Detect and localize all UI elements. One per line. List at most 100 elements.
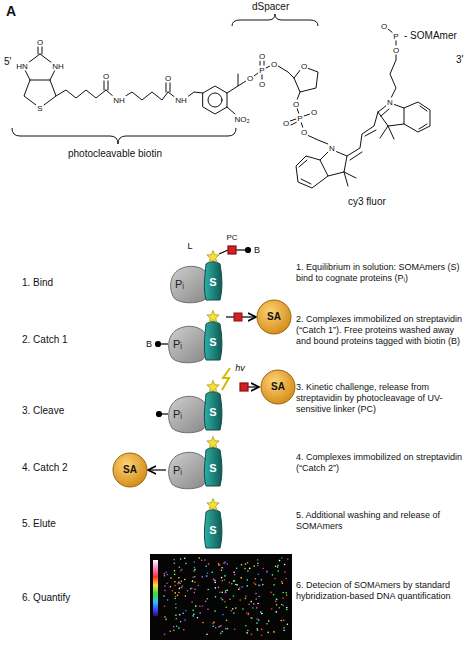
array-spot	[231, 583, 233, 585]
array-spot	[260, 611, 262, 613]
array-spot	[205, 565, 207, 567]
array-spot	[266, 623, 268, 625]
array-spot	[175, 607, 177, 609]
array-spot	[250, 617, 252, 619]
array-spot	[185, 563, 187, 565]
step-description: 1. Equilibrium in solution: SOMAmers (S)…	[296, 262, 470, 284]
step-title: 2. Catch 1	[22, 334, 68, 346]
array-spot	[287, 623, 289, 625]
array-spot	[241, 564, 243, 566]
array-spot	[191, 588, 193, 590]
atom-label: O	[310, 108, 318, 117]
array-spot	[284, 564, 286, 566]
array-spot	[173, 559, 175, 561]
array-spot	[248, 604, 250, 606]
array-spot	[287, 558, 289, 560]
dspacer-bracket	[232, 14, 318, 26]
array-spot	[245, 625, 247, 627]
array-spot	[261, 613, 263, 615]
array-spot	[215, 587, 217, 589]
somamer-node: S	[200, 250, 226, 302]
array-spot	[282, 592, 284, 594]
array-spot	[277, 566, 279, 568]
array-spot	[255, 578, 257, 580]
array-spot	[257, 629, 259, 631]
array-spot	[166, 571, 168, 573]
array-spot	[224, 601, 226, 603]
array-spot	[187, 590, 189, 592]
array-spot	[222, 614, 224, 616]
streptavidin-label: SA	[271, 382, 285, 392]
array-spot	[202, 605, 204, 607]
array-spot	[276, 604, 278, 606]
array-spot	[257, 565, 259, 567]
protein-label: Pᵢ	[175, 279, 184, 290]
array-spot	[283, 630, 285, 632]
array-spot	[226, 590, 228, 592]
array-spot	[256, 607, 258, 609]
atom-label: N	[386, 98, 394, 107]
array-spot	[218, 626, 220, 628]
array-spot	[211, 572, 213, 574]
array-spot	[218, 563, 220, 565]
array-spot	[258, 619, 260, 621]
array-spot	[212, 625, 214, 627]
array-spot	[174, 570, 176, 572]
somamer-node: S	[200, 310, 226, 362]
array-spot	[178, 577, 180, 579]
array-spot	[227, 628, 229, 630]
array-spot	[176, 618, 178, 620]
array-spot	[268, 620, 270, 622]
atom-label: O	[270, 60, 278, 69]
array-spot	[224, 575, 226, 577]
array-spot	[256, 628, 258, 630]
array-spot	[207, 589, 209, 591]
end-label: 3'	[456, 54, 463, 66]
array-spot	[184, 619, 186, 621]
step-description: 2. Complexes immobilized on streptavidin…	[296, 314, 470, 347]
array-spot	[173, 626, 175, 628]
array-spot	[165, 619, 167, 621]
array-spot	[257, 603, 259, 605]
array-spot	[213, 578, 215, 580]
array-spot	[234, 574, 236, 576]
array-spot	[239, 599, 241, 601]
array-spot	[179, 583, 181, 585]
array-spot	[281, 581, 283, 583]
array-spot	[214, 582, 216, 584]
biotin-tag	[156, 342, 169, 347]
somamer-node: S	[200, 380, 226, 432]
atom-label: O	[258, 52, 266, 61]
array-spot	[202, 622, 204, 624]
array-spot	[225, 561, 227, 563]
array-spot	[285, 592, 287, 594]
atom-label: O	[164, 74, 172, 83]
array-spot	[225, 628, 227, 630]
array-spot	[220, 633, 222, 635]
step-description: 6. Detecion of SOMAmers by standard hybr…	[296, 580, 470, 602]
array-spot	[275, 600, 277, 602]
array-spot	[273, 594, 275, 596]
array-spot	[222, 599, 224, 601]
array-spot	[175, 592, 177, 594]
atom-label: NO₂	[233, 115, 250, 124]
array-spot	[247, 579, 249, 581]
array-spot	[266, 571, 268, 573]
array-spot	[258, 596, 260, 598]
array-spot	[179, 614, 181, 616]
array-spot	[214, 579, 216, 581]
array-spot	[258, 585, 260, 587]
array-spot	[181, 569, 183, 571]
array-spot	[180, 570, 182, 572]
array-spot	[286, 607, 288, 609]
array-spot	[164, 575, 166, 577]
array-spot	[193, 561, 195, 563]
biotin-bracket	[12, 128, 236, 144]
atom-label: O	[102, 72, 110, 81]
array-spot	[276, 599, 278, 601]
array-spot	[247, 562, 249, 564]
array-spot	[181, 580, 183, 582]
somamer-label: S	[209, 277, 216, 288]
array-spot	[164, 573, 166, 575]
array-spot	[246, 612, 248, 614]
